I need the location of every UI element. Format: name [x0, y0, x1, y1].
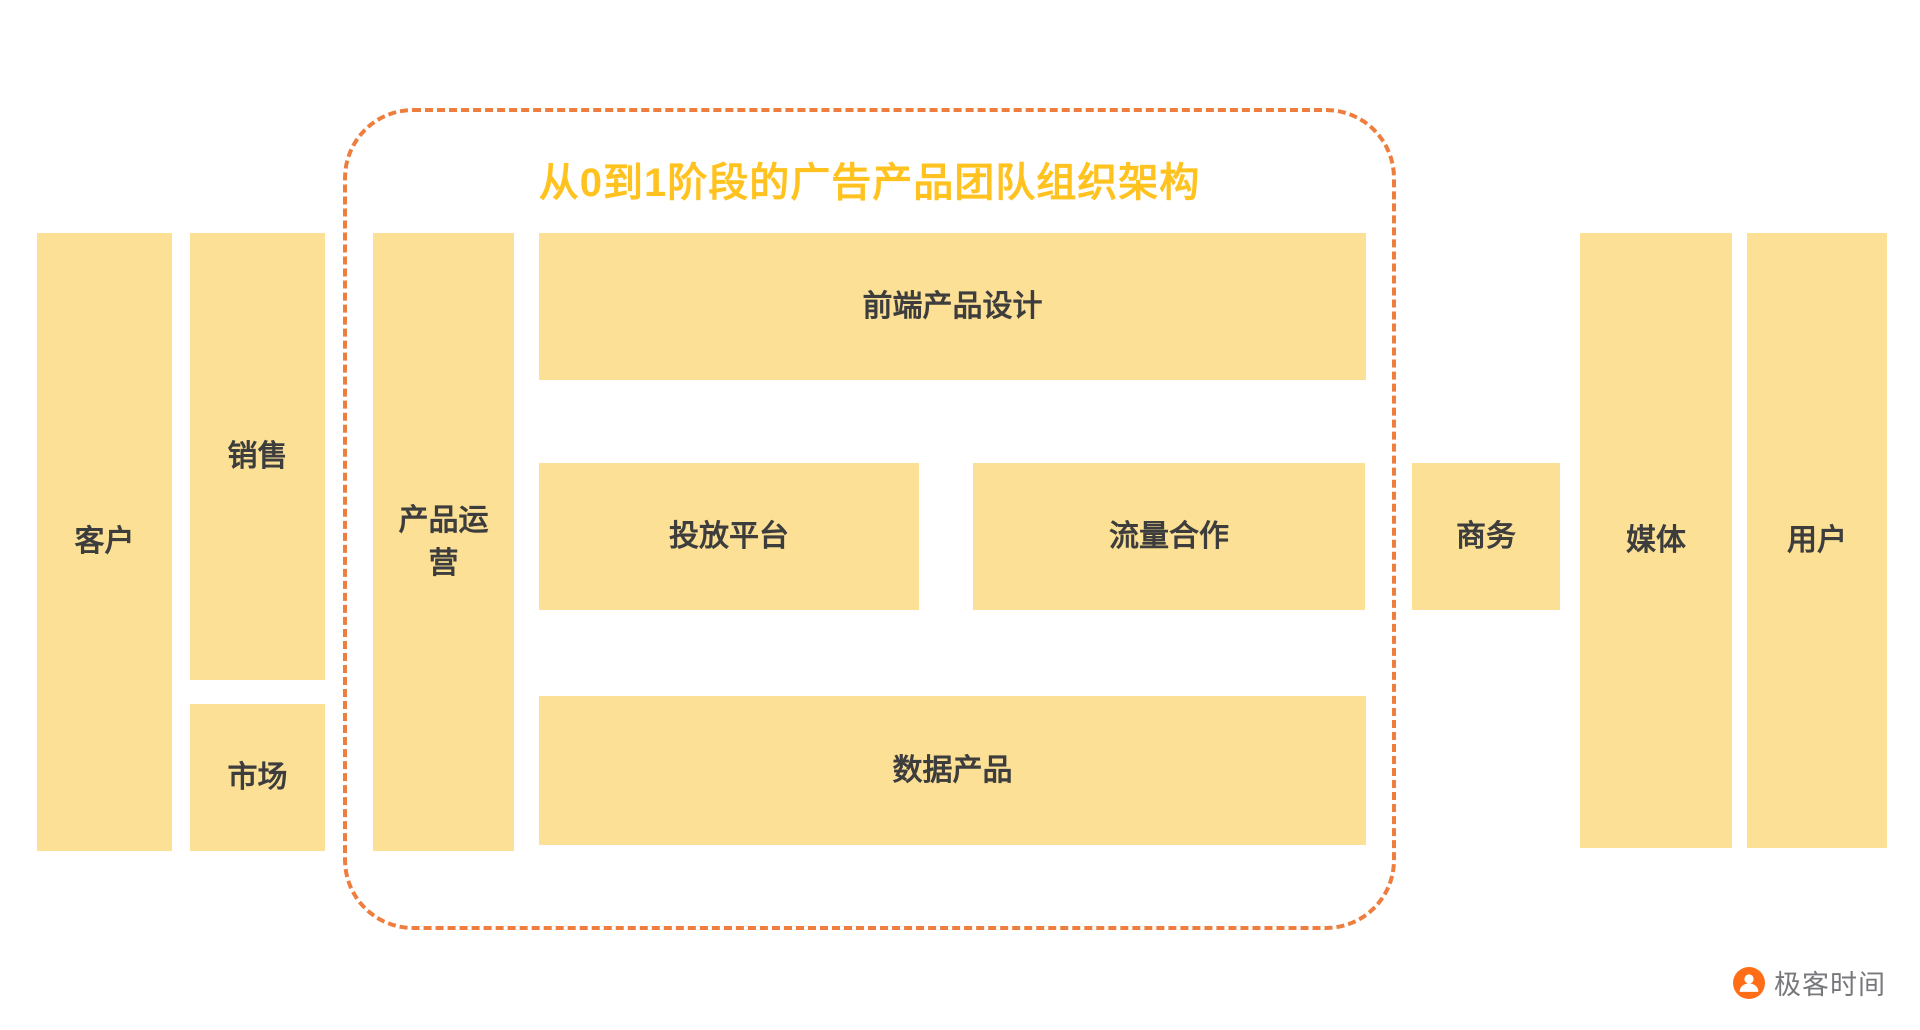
block-data-product: 数据产品 — [539, 696, 1366, 845]
team-group-dashed-border — [343, 108, 1396, 930]
geektime-branding: 极客时间 — [1733, 963, 1886, 1002]
block-delivery-platform: 投放平台 — [539, 463, 919, 610]
geektime-logo-icon — [1733, 966, 1765, 999]
block-business: 商务 — [1412, 463, 1560, 610]
block-user: 用户 — [1747, 233, 1887, 848]
block-frontend-product-design: 前端产品设计 — [539, 233, 1366, 380]
block-media: 媒体 — [1580, 233, 1732, 848]
diagram-title: 从0到1阶段的广告产品团队组织架构 — [538, 161, 1201, 205]
geektime-logo-text: 极客时间 — [1774, 970, 1886, 1000]
block-customer: 客户 — [37, 233, 172, 851]
block-traffic-cooperation: 流量合作 — [973, 463, 1365, 610]
block-market: 市场 — [190, 704, 325, 851]
block-sales: 销售 — [190, 233, 325, 680]
block-product-operations: 产品运营 — [373, 233, 514, 851]
